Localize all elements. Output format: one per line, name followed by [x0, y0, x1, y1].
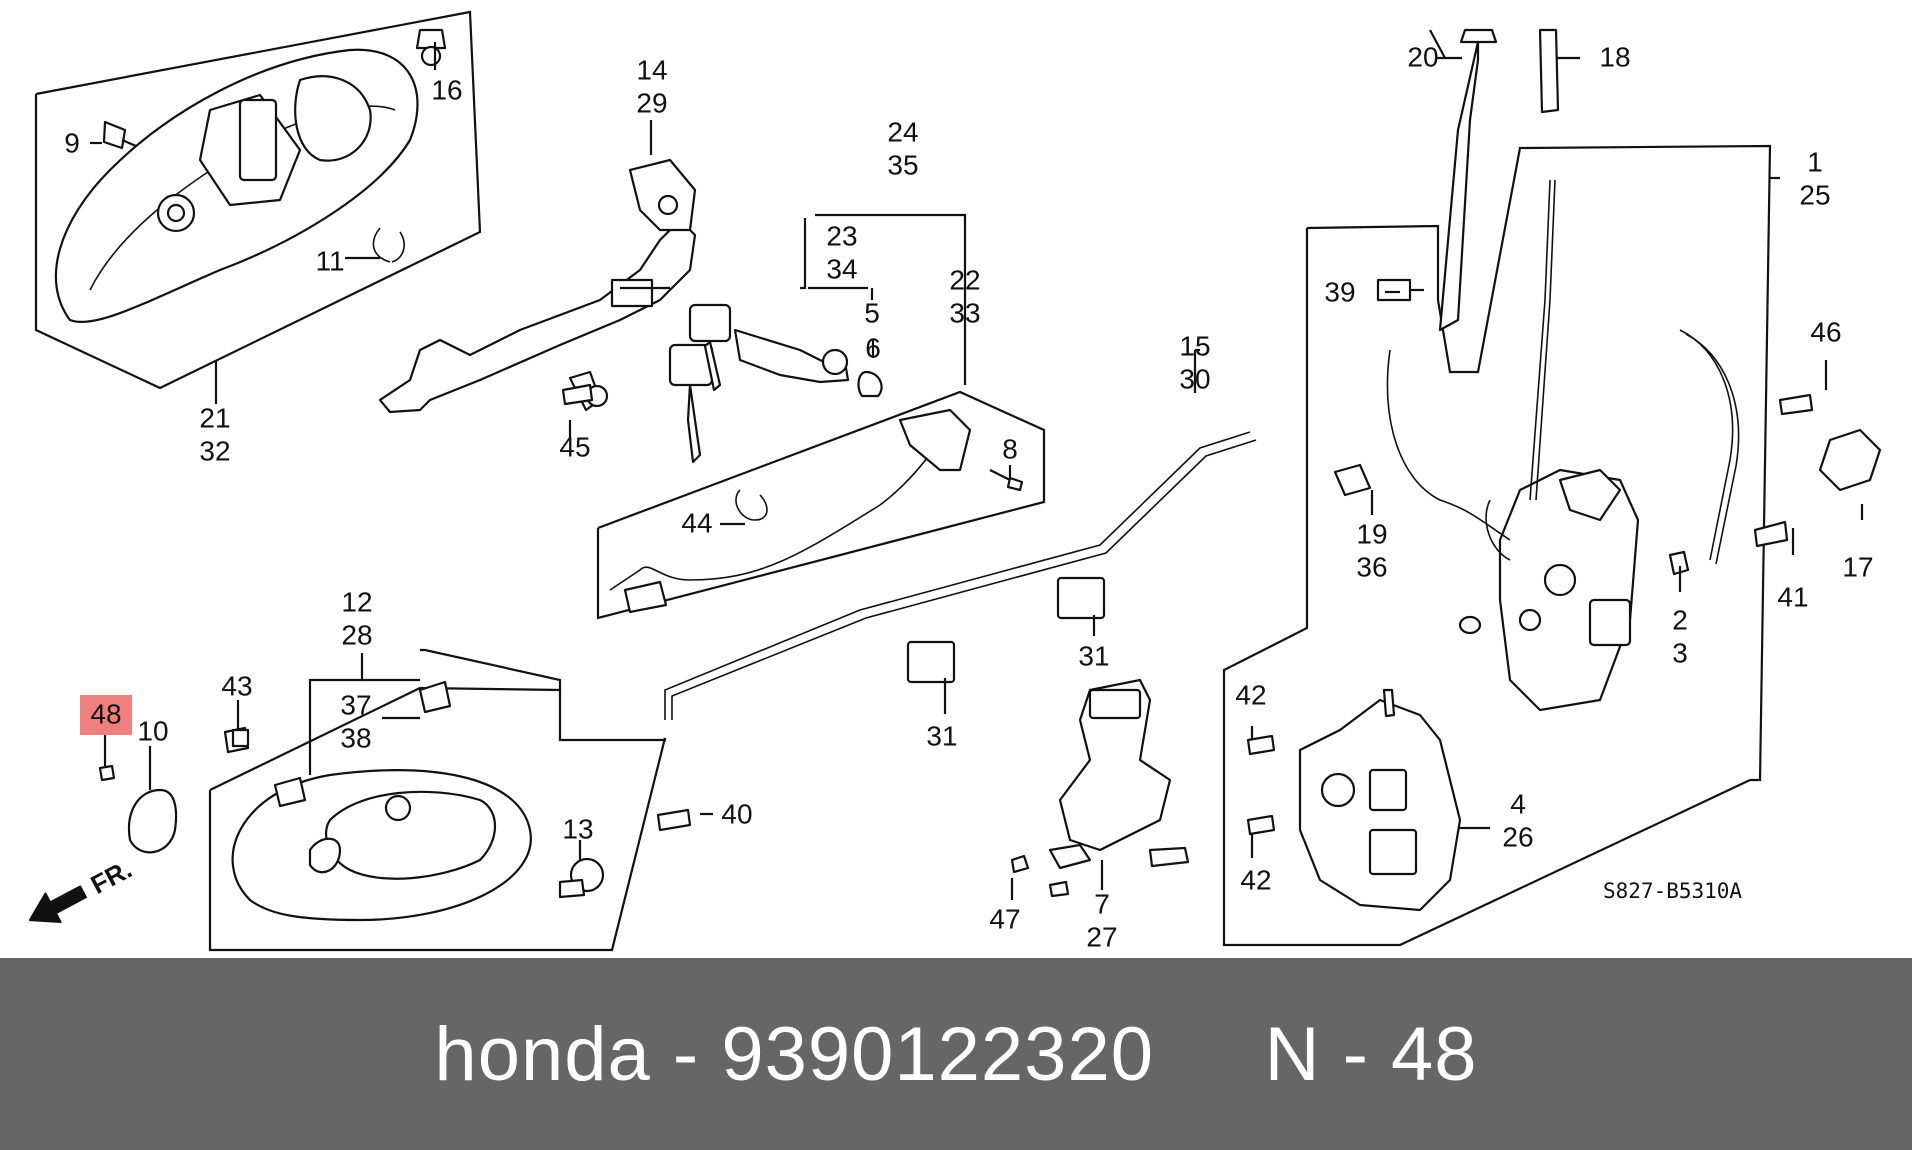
position-number: 48 [1391, 1011, 1478, 1097]
callout-number: 39 [1324, 277, 1355, 308]
callout-number: 34 [826, 254, 857, 285]
callout-number: 18 [1599, 42, 1630, 73]
callout-number: 42 [1240, 865, 1271, 896]
callout-number: 15 [1179, 331, 1210, 362]
callout-number: 16 [431, 75, 462, 106]
inner-handle-group [208, 648, 667, 952]
small-fasteners-group [231, 278, 1882, 874]
callout-number: 35 [887, 150, 918, 181]
actuator-group [1298, 688, 1462, 912]
clips-group [906, 463, 1372, 898]
callout-number: 44 [681, 508, 712, 539]
callout-number: 21 [199, 403, 230, 434]
callout-number: 11 [315, 246, 344, 277]
callout-number: 25 [1799, 180, 1830, 211]
callout-number: 31 [1078, 641, 1109, 672]
callout-number: 38 [340, 723, 371, 754]
callout-number: 43 [221, 671, 252, 702]
callout-number: 20 [1407, 42, 1438, 73]
brand-name: honda [434, 1011, 651, 1097]
key-cylinder-group [668, 303, 883, 464]
diagram-canvas: FR. S827-B5310A 125234265672789101112281… [28, 10, 1882, 953]
callout-number: 22 [949, 265, 980, 296]
callout-number: 27 [1086, 922, 1117, 953]
callout-number: 12 [341, 587, 372, 618]
front-direction-arrow: FR. [28, 854, 137, 924]
callout-number: 45 [559, 432, 590, 463]
callout-number: 33 [949, 298, 980, 329]
bracket-7-group [1048, 678, 1190, 870]
callout-number: 37 [340, 690, 371, 721]
callout-number: 13 [562, 814, 593, 845]
callout-number: 3 [1672, 638, 1688, 669]
callout-number: 9 [64, 128, 80, 159]
highlight-box [80, 695, 132, 735]
position-label: N [1264, 1011, 1321, 1097]
callout-number: 4 [1510, 789, 1526, 820]
callout-number: 7 [1094, 889, 1110, 920]
latch-assembly-group [1222, 28, 1772, 947]
callout-number: 36 [1356, 552, 1387, 583]
callout-number: 8 [1002, 434, 1018, 465]
callout-number: 42 [1235, 680, 1266, 711]
cover-group [98, 764, 178, 854]
separator: - [1320, 1011, 1392, 1097]
callout-number: 10 [137, 716, 168, 747]
callout-number: 30 [1179, 364, 1210, 395]
callout-number: 46 [1810, 317, 1841, 348]
callout-number: 6 [865, 333, 881, 364]
callout-number: 1 [1807, 147, 1823, 178]
callout-labels: 1252342656727891011122813142915301617181… [64, 42, 1873, 953]
handle-bracket-group [378, 158, 697, 414]
callout-number: 41 [1777, 582, 1808, 613]
gap [1154, 1011, 1265, 1098]
rod-group [664, 431, 1257, 720]
callout-number: 28 [341, 620, 372, 651]
diagram-code: S827-B5310A [1603, 879, 1742, 903]
callout-number: 29 [636, 88, 667, 119]
cable-group [596, 390, 1046, 620]
callout-number: 47 [989, 904, 1020, 935]
callout-number: 31 [926, 721, 957, 752]
part-number: 9390122320 [721, 1011, 1154, 1097]
part-caption-bar: honda - 9390122320 N - 48 [0, 958, 1912, 1150]
callout-number: 5 [864, 298, 880, 329]
callout-number: 32 [199, 436, 230, 467]
callout-number: 26 [1502, 822, 1533, 853]
separator: - [650, 1011, 722, 1097]
callout-number: 2 [1672, 605, 1688, 636]
leader-lines [90, 29, 1864, 900]
outer-handle-group [34, 10, 482, 390]
callout-number: 14 [636, 55, 667, 86]
callout-number: 23 [826, 221, 857, 252]
callout-number: 19 [1356, 519, 1387, 550]
direction-label: FR. [86, 854, 137, 900]
callout-number: 17 [1842, 552, 1873, 583]
callout-number: 40 [721, 799, 752, 830]
callout-number: 24 [887, 117, 918, 148]
callout-number: 48 [90, 699, 121, 730]
